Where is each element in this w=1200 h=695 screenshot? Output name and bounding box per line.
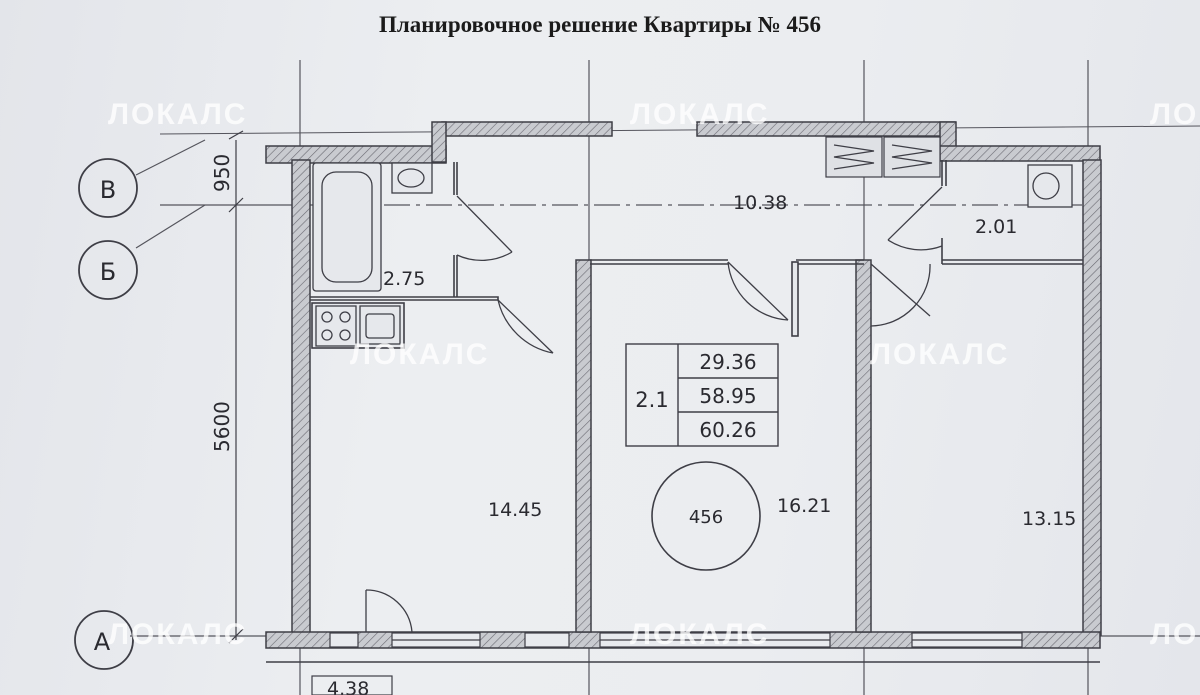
summary-table (625, 343, 779, 447)
bathtub (312, 162, 382, 292)
dimension-5600: 5600 (210, 401, 234, 452)
bathroom-sink (391, 162, 433, 194)
axis-marker-b (78, 240, 138, 300)
living-area: 29.36 (699, 350, 756, 374)
room-area-bathroom: 2.75 (383, 268, 425, 290)
plan-title: Планировочное решение Квартиры № 456 (379, 12, 821, 37)
apartment-number-circle (651, 461, 761, 571)
room-area-wc: 2.01 (975, 216, 1017, 238)
wall-left (291, 159, 311, 636)
wall-top-right (939, 145, 1101, 162)
rooms-code: 2.1 (635, 388, 668, 412)
balcony-label-box (311, 675, 393, 695)
windows (266, 632, 1100, 663)
ventilation-shafts (825, 136, 941, 178)
room-area-balcony: 4.38 (327, 678, 369, 695)
toilet (1027, 164, 1073, 208)
axis-v-leader (135, 139, 206, 176)
room-area-corridor: 10.38 (733, 192, 787, 214)
doors (365, 186, 943, 633)
apartment-number: 456 (689, 507, 723, 528)
axis-markers (74, 158, 138, 670)
room-area-living: 16.21 (777, 495, 831, 517)
axis-marker-a (74, 610, 134, 670)
dimension-line (228, 130, 244, 644)
room-area-bedroom: 13.15 (1022, 508, 1076, 530)
room-area-kitchen: 14.45 (488, 499, 542, 521)
wall-top-segment (441, 121, 613, 137)
axis-b-leader (135, 204, 206, 249)
partition-living-bedroom (855, 259, 872, 633)
axis-label-b: Б (100, 258, 116, 286)
dimension-950: 950 (210, 154, 234, 192)
total-area: 58.95 (699, 384, 756, 408)
axis-marker-v (78, 158, 138, 218)
exterior-walls (265, 121, 1102, 649)
axis-line-v (159, 125, 1200, 135)
fixtures (312, 162, 1073, 347)
wall-top-step (431, 121, 447, 163)
bathtub-inner (321, 171, 373, 283)
axis-label-v: В (100, 176, 116, 204)
wall-right (1082, 159, 1102, 636)
stove (315, 305, 357, 347)
axis-label-a: А (94, 628, 111, 656)
wall-top-segment-right (696, 121, 956, 137)
area-with-balcony: 60.26 (699, 418, 756, 442)
partition-kitchen-living (575, 259, 592, 633)
